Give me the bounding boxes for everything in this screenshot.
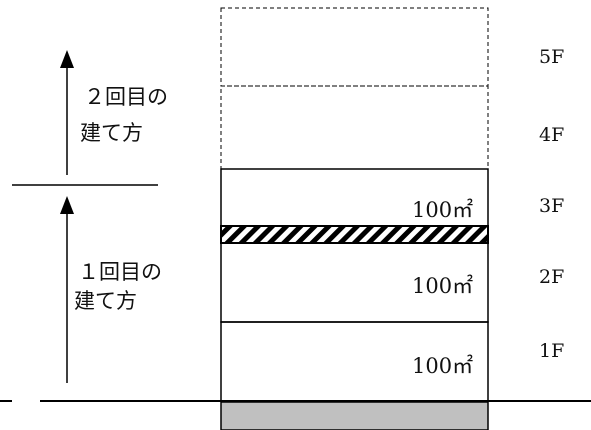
floor-4-box	[220, 85, 489, 170]
floor-label-2f: 2F	[539, 266, 564, 288]
floor-label-1f: 1F	[539, 340, 564, 362]
second-phase-label-line2: 建て方	[80, 121, 143, 145]
foundation	[220, 401, 489, 430]
hatched-slab	[220, 225, 489, 244]
first-phase-label-line2: 建て方	[74, 289, 137, 313]
first-phase-arrow-head	[60, 196, 74, 214]
second-phase-arrow-head	[60, 50, 74, 68]
area-label-2f: 100㎡	[412, 274, 473, 298]
first-phase-label-line1: １回目の	[78, 260, 162, 284]
area-label-3f: 100㎡	[412, 198, 473, 222]
second-phase-label-line1: ２回目の	[84, 85, 168, 109]
floor-5-box	[220, 7, 489, 87]
floor-label-3f: 3F	[539, 195, 564, 217]
area-label-1f: 100㎡	[412, 354, 473, 378]
floor-label-4f: 4F	[539, 124, 564, 146]
floor-label-5f: 5F	[539, 46, 564, 68]
